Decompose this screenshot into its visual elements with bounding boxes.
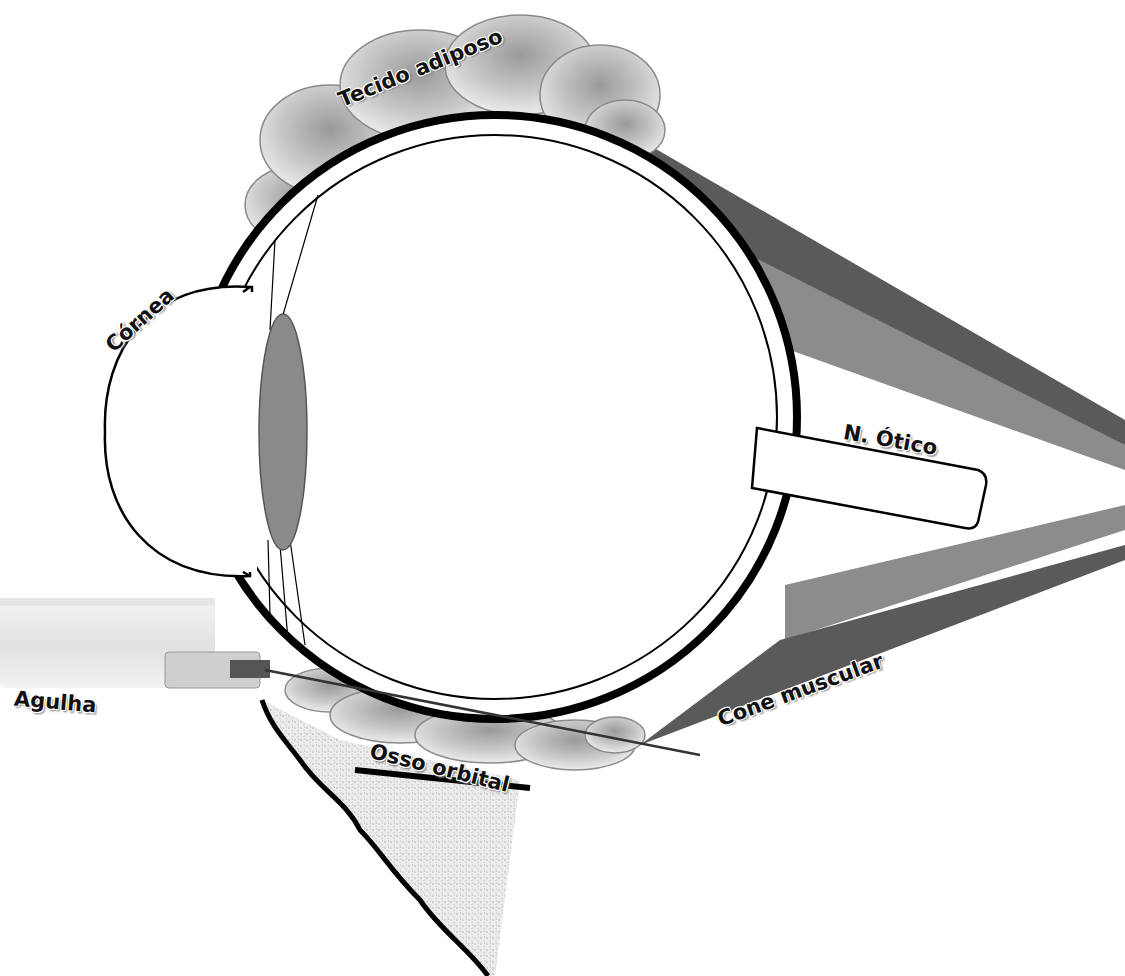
cornea-junction [243, 292, 257, 572]
cornea-rim [243, 287, 250, 576]
part-label: Agulha [13, 686, 97, 717]
eye-globe [193, 115, 797, 719]
syringe [0, 598, 700, 755]
lens [259, 314, 307, 550]
orbital-bone [262, 700, 520, 976]
